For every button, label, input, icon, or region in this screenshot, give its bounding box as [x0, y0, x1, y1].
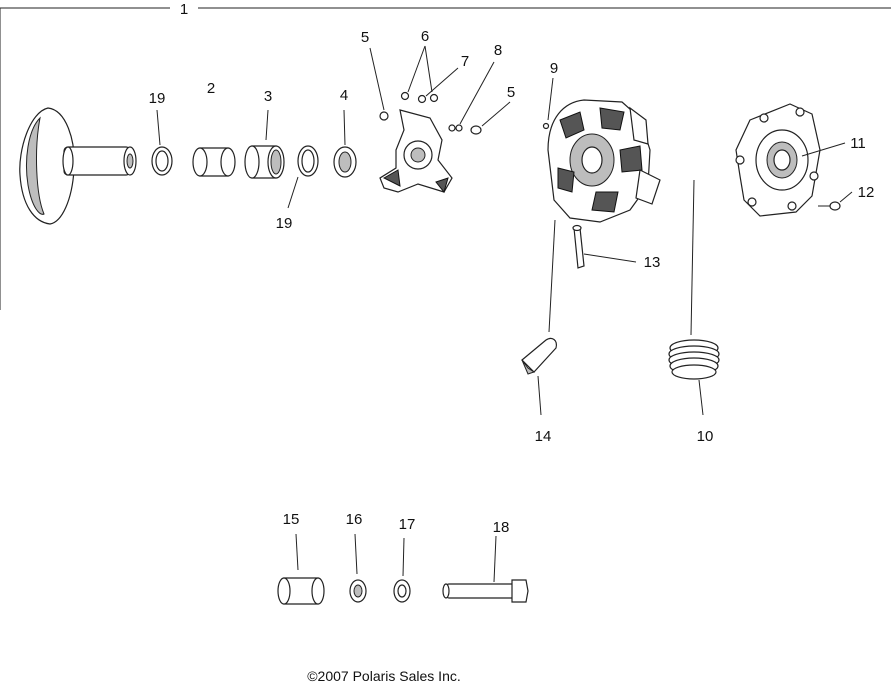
callout-18: 18	[493, 519, 510, 536]
copyright-notice: ©2007 Polaris Sales Inc.	[307, 668, 461, 682]
part-bushing-2	[192, 147, 236, 177]
callout-19-center: 19	[276, 215, 293, 232]
callout-6: 6	[421, 28, 429, 45]
part-small-hardware	[379, 91, 482, 135]
part-cover-11	[735, 103, 821, 217]
part-pin-13	[572, 224, 585, 269]
part-weight-14	[521, 337, 557, 375]
callout-12: 12	[858, 184, 875, 201]
callout-5-right: 5	[507, 84, 515, 101]
part-sleeve-15	[277, 577, 325, 605]
callout-19-left: 19	[149, 90, 166, 107]
part-bolt-18	[442, 579, 529, 603]
callout-14: 14	[535, 428, 552, 445]
part-seal-19-left	[151, 146, 173, 176]
part-sheave-shaft	[19, 107, 137, 225]
part-clutch-housing-9	[542, 99, 661, 223]
part-bushing-3	[244, 145, 285, 179]
callout-10: 10	[697, 428, 714, 445]
callout-5-left: 5	[361, 29, 369, 46]
callout-1: 1	[180, 1, 188, 18]
callout-15: 15	[283, 511, 300, 528]
assembly-bracket	[0, 7, 891, 310]
leader-lines	[156, 45, 853, 583]
part-seal-19-center	[297, 145, 319, 177]
callout-4: 4	[340, 87, 348, 104]
callout-7: 7	[461, 53, 469, 70]
callout-13: 13	[644, 254, 661, 271]
part-washer-16	[349, 579, 367, 603]
part-screw-12	[818, 201, 841, 211]
callout-2: 2	[207, 80, 215, 97]
part-washer-4	[333, 146, 357, 178]
callout-labels: 1 19 2 3 4 19 5 6 7 8 5 9 11 12 13 14 10…	[149, 1, 875, 536]
part-spring-10	[668, 339, 720, 380]
callout-11: 11	[850, 135, 866, 152]
callout-3: 3	[264, 88, 272, 105]
part-nut-17	[393, 579, 411, 603]
callout-16: 16	[346, 511, 363, 528]
callout-17: 17	[399, 516, 416, 533]
callout-9: 9	[550, 60, 558, 77]
part-spider	[379, 109, 453, 194]
callout-8: 8	[494, 42, 502, 59]
